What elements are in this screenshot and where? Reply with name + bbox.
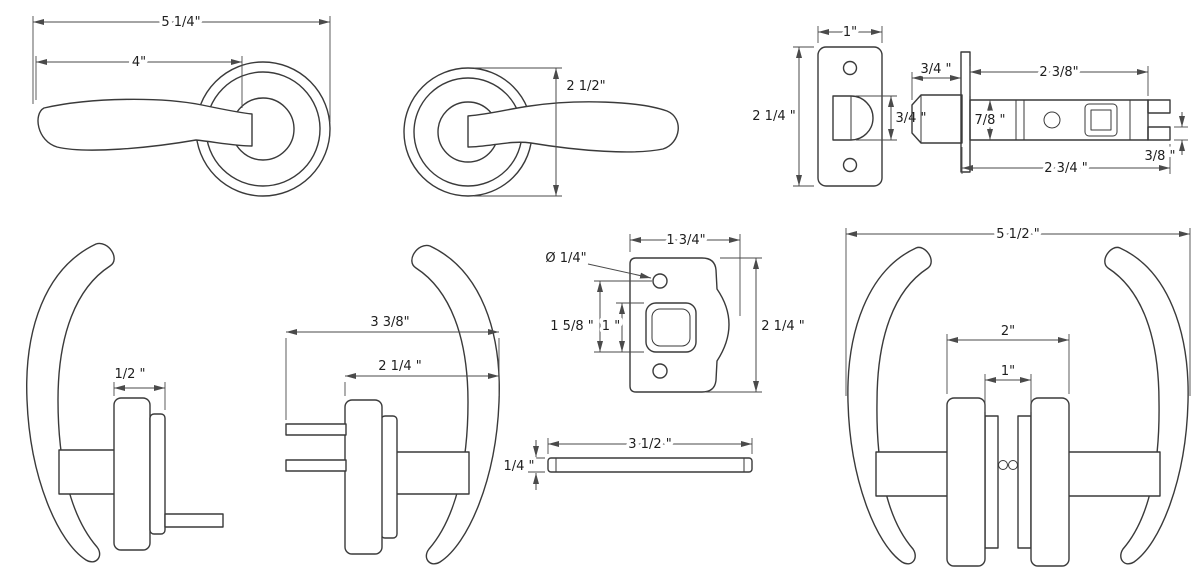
lever-front-view-b: 2 1/2" (403, 67, 679, 197)
latch-bolt-face (832, 95, 874, 141)
dim-rose-outer-span-label: 2" (1001, 324, 1015, 339)
screw-hole-top (652, 273, 668, 289)
dim-faceplate-height-label: 2 1/4 " (752, 109, 795, 124)
dim-overall-width-label: 5 1/4" (161, 15, 200, 30)
dim-prong: 3/8 " (1141, 112, 1188, 168)
lever-crescent (411, 244, 500, 565)
dim-overall-depth: 3 3/8" (285, 312, 500, 420)
latch-pin-left (998, 460, 1008, 470)
lever-crescent-left (847, 246, 932, 565)
faceplate-outline (817, 46, 883, 187)
dim-overall-width: 5 1/4" (32, 12, 331, 122)
mounting-prong-bottom (285, 459, 347, 472)
mounting-prong-top (285, 423, 347, 436)
dim-lever-depth: 2 1/4 " (344, 356, 499, 396)
dim-spindle-thickness-label: 1/4 " (503, 459, 534, 474)
dim-bolt-throw-label: 3/4 " (920, 62, 951, 77)
dim-rose-depth-label: 1/2 " (114, 367, 145, 382)
leader-line (587, 263, 652, 279)
dim-strike-width: 1 3/4" (629, 230, 741, 316)
dim-faceplate-height: 2 1/4 " (749, 46, 814, 187)
spindle-square-hole (1090, 109, 1112, 131)
dim-faceplate-width-label: 1" (843, 25, 857, 40)
rose-edge-left (946, 397, 986, 567)
dim-lever-length-label: 4" (132, 55, 146, 70)
dim-spindle-length: 3 1/2 " (547, 434, 753, 456)
screw-hole-bottom (842, 157, 858, 173)
dim-hole-diameter: Ø 1/4" (542, 248, 652, 279)
dim-bolt-height-label: 3/4 " (895, 111, 926, 126)
dim-prong-label: 3/8 " (1144, 149, 1175, 164)
latch-faceplate-view: 1" 2 1/4 " 3/4 " (749, 22, 930, 187)
lever-side-view-b: 3 3/8" 2 1/4 " (285, 244, 500, 565)
lever-crescent-right (1104, 246, 1189, 565)
lever-shank-left (875, 451, 949, 497)
latch-tube-details (1015, 100, 1131, 140)
dim-door-thickness-label: 1" (1001, 364, 1015, 379)
screw-hole-top (842, 60, 858, 76)
dim-lever-depth-label: 2 1/4 " (378, 359, 421, 374)
dim-assembly-overall-label: 5 1/2 " (996, 227, 1039, 242)
dim-strike-height: 2 1/4 " (706, 257, 808, 393)
dim-body-length-label: 2 3/8" (1039, 65, 1078, 80)
dim-overall-length: 2 3/4 " (961, 144, 1171, 180)
latch-cutout-lip (651, 308, 691, 347)
dim-rose-depth: 1/2 " (111, 364, 166, 410)
dim-cutout-height: 1 " (598, 302, 644, 352)
dim-overall-depth-label: 3 3/8" (370, 315, 409, 330)
spindle-stub (164, 513, 224, 528)
spindle-bar (547, 457, 753, 473)
lever-shank (58, 449, 117, 495)
latch-body-view: 3/4 " 2 3/8" 7/8 " 2 3/4 " 3/8 " (911, 51, 1188, 180)
lever-crescent (26, 242, 115, 563)
adjustment-hole (1043, 111, 1061, 129)
dim-cutout-height-label: 1 " (602, 319, 620, 334)
strike-plate-view: 1 3/4" Ø 1/4" 1 5/8 " 1 " 2 1/4 " (542, 230, 808, 393)
dim-faceplate-width: 1" (817, 22, 883, 44)
dim-hole-to-bottom-label: 1 5/8 " (550, 319, 593, 334)
dim-spindle-length-label: 3 1/2 " (628, 437, 671, 452)
dim-hole-diameter-label: Ø 1/4" (545, 251, 586, 266)
mounting-prong-bottom (1147, 126, 1171, 141)
latch-tube (969, 99, 1149, 141)
dim-overall-length-label: 2 3/4 " (1044, 161, 1087, 176)
latch-cutout (645, 302, 697, 353)
dim-rose-diameter-label: 2 1/2" (566, 79, 605, 94)
lever-shank-right (1067, 451, 1161, 497)
dim-rose-outer-span: 2" (946, 321, 1070, 394)
dim-spindle-thickness: 1/4 " (500, 440, 545, 490)
dim-body-length: 2 3/8" (969, 62, 1149, 96)
lever-front-view-a: 5 1/4" 4" (32, 12, 331, 197)
rose-lip (380, 415, 398, 539)
rose-lip-right (1017, 415, 1032, 549)
rose-edge-right (1030, 397, 1070, 567)
dim-lever-length: 4" (35, 52, 243, 108)
rose-edge (344, 399, 383, 555)
mounting-prong-top (1147, 99, 1171, 114)
dim-bolt-diameter-label: 7/8 " (974, 113, 1005, 128)
dim-strike-height-label: 2 1/4 " (761, 319, 804, 334)
screw-hole-bottom (652, 363, 668, 379)
dim-rose-diameter: 2 1/2" (474, 67, 609, 197)
latch-pin-right (1008, 460, 1018, 470)
strike-plate-outline (629, 257, 730, 393)
dim-hole-to-bottom: 1 5/8 " (547, 280, 652, 353)
spindle-bar-view: 3 1/2 " 1/4 " (500, 434, 753, 490)
lever-shank (395, 451, 470, 495)
lever-handle (37, 98, 253, 151)
lever-handle (467, 101, 679, 153)
dim-assembly-overall: 5 1/2 " (845, 224, 1191, 396)
assembly-side-view: 5 1/2 " 2" 1" (845, 224, 1191, 567)
lever-side-view-a: 1/2 " (26, 242, 224, 563)
dim-door-thickness: 1" (984, 361, 1032, 412)
dim-strike-width-label: 1 3/4" (666, 233, 705, 248)
dim-bolt-throw: 3/4 " (911, 59, 961, 100)
rose-lip (149, 413, 166, 535)
spindle-hub (1084, 103, 1118, 137)
rose-lip-left (984, 415, 999, 549)
dim-bolt-diameter: 7/8 " (971, 100, 1009, 140)
rose-edge (113, 397, 151, 551)
